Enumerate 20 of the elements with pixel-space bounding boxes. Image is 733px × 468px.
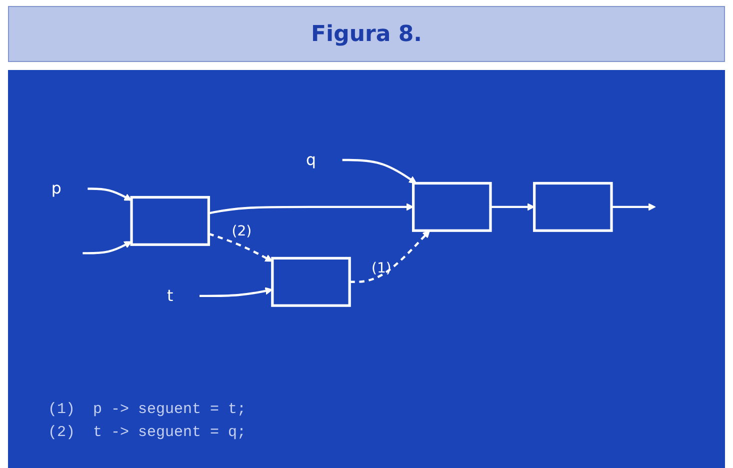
arrow (200, 287, 273, 298)
title-banner: Figura 8. (8, 6, 725, 62)
code-line: (2) t -> seguent = q; (48, 424, 246, 441)
list-node-box (533, 182, 613, 232)
arrow (490, 203, 535, 211)
list-node-box (130, 196, 210, 246)
arrow (82, 241, 132, 254)
pointer-label: t (167, 286, 174, 306)
pointer-label: p (51, 180, 62, 198)
dashed-arrow (350, 230, 430, 284)
list-node-box (271, 256, 351, 307)
arrow (342, 158, 417, 184)
dashed-arrow (208, 232, 273, 262)
edge-label: (2) (232, 222, 252, 239)
arrow (88, 188, 132, 201)
list-node-box (412, 182, 492, 232)
pointer-label: q (306, 150, 316, 170)
arrow (208, 203, 414, 214)
code-line: (1) p -> seguent = t; (48, 401, 246, 418)
arrow (612, 203, 656, 211)
